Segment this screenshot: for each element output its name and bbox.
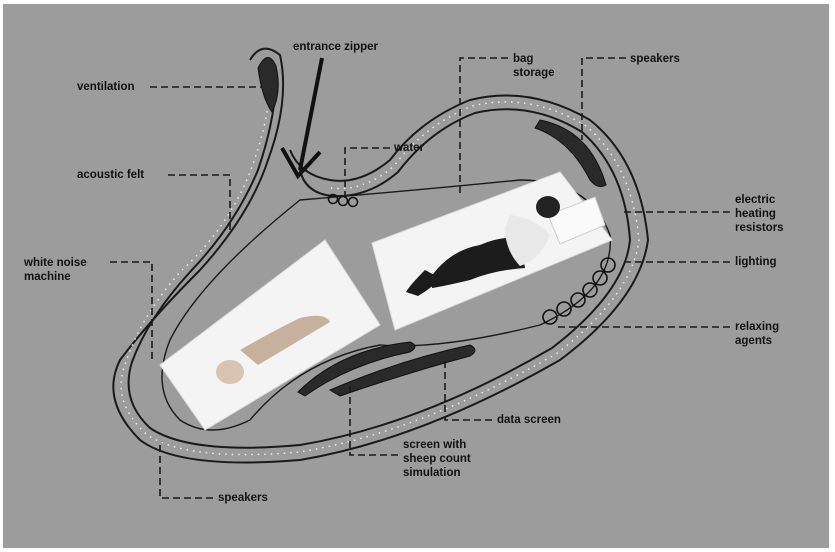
leader-data-screen <box>445 358 492 420</box>
leader-sheep-screen <box>350 382 398 455</box>
label-bag-storage: bag storage <box>513 52 555 80</box>
speakers-top-pod <box>535 120 606 187</box>
label-electric-heating: electric heating resistors <box>735 193 784 235</box>
label-lighting: lighting <box>735 255 777 269</box>
label-speakers-bottom: speakers <box>218 491 268 505</box>
label-water: water <box>394 141 424 155</box>
label-ventilation: ventilation <box>77 80 135 94</box>
label-speakers-top: speakers <box>630 52 680 66</box>
label-white-noise: white noise machine <box>24 256 87 284</box>
label-sheep-screen: screen with sheep count simulation <box>403 438 471 480</box>
ventilation-pod <box>258 57 278 112</box>
label-relaxing-agents: relaxing agents <box>735 320 779 348</box>
sleeper-right-head <box>536 196 560 218</box>
leader-acoustic-felt <box>168 175 230 230</box>
label-entrance-zipper: entrance zipper <box>293 40 378 54</box>
leader-bag-storage <box>460 58 508 195</box>
water-bottle <box>349 198 358 207</box>
relaxing-agent-ring <box>571 293 585 307</box>
leader-speakers-top <box>582 58 626 140</box>
water-bottle <box>339 197 348 206</box>
label-acoustic-felt: acoustic felt <box>77 168 144 182</box>
label-data-screen: data screen <box>497 413 561 427</box>
sleeper-left-head <box>216 360 244 384</box>
